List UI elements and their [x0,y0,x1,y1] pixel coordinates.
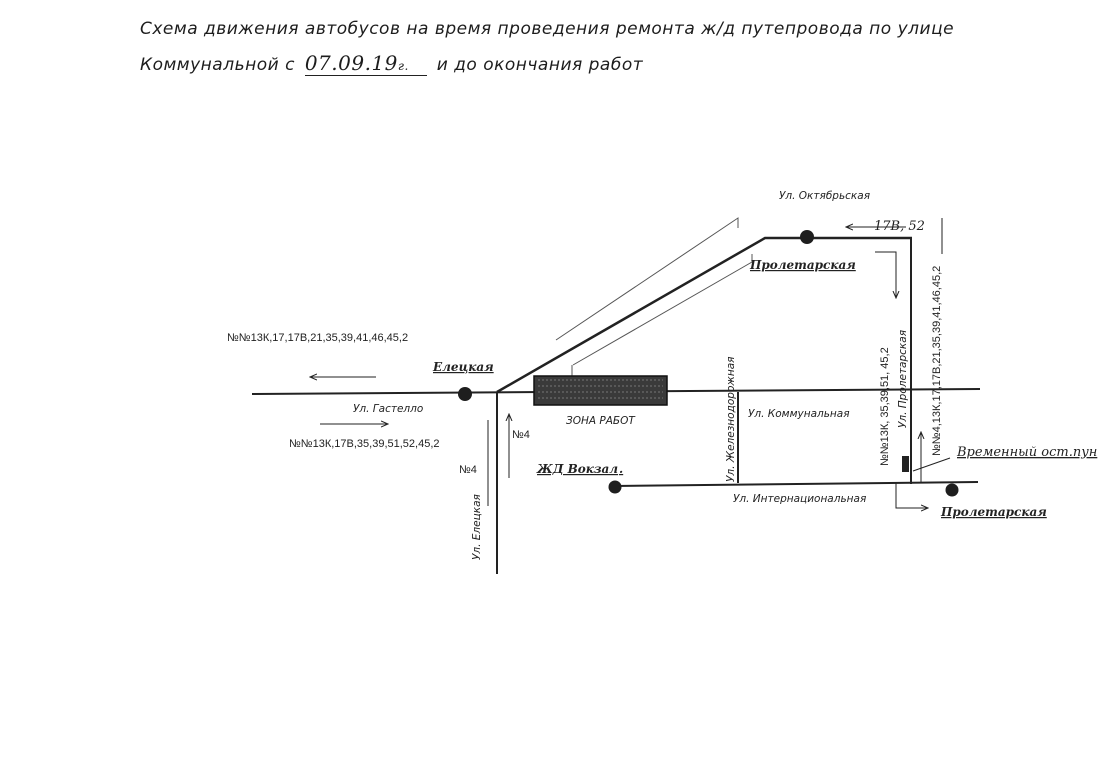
work-zone-block [533,375,668,406]
street-internatsionalnaya-line [613,481,979,487]
route-4-label-a: №4 [512,429,530,441]
bypass-route-line [496,236,912,394]
map-title-line-2: Коммунальной с 07.09.19г. и до окончания… [140,51,644,76]
map-title-line-1: Схема движения автобусов на время провед… [140,19,955,39]
stop-zhd-vokzal-label: ЖД Вокзал [536,462,618,476]
title-prefix: Коммунальной с [140,55,295,75]
street-eletskaya-label: Ул. Елецкая [471,494,483,560]
title-date-suffix: г. [397,59,409,73]
street-zheleznodorozhnaya-label: Ул. Железнодорожная [725,357,737,482]
temporary-stop-pointer [912,457,951,472]
route-list-west-inbound: №№13К,17В,35,39,51,52,45,2 [289,438,440,450]
street-kommunalnaya-label: Ул. Коммунальная [748,408,850,420]
temporary-stop-marker [902,456,909,472]
title-date: 07.09.19г. [304,51,427,76]
route-list-west-outbound: №№13К,17,17В,21,35,39,41,46,45,2 [227,332,408,344]
stop-proletarskaya-bottom-label: Пролетарская [940,505,1047,519]
street-gastello-label: Ул. Гастелло [353,403,423,415]
route-list-proletarskaya-down: №№13К, 35,39,51, 45,2 [879,347,891,466]
street-proletarskaya-label: Ул. Пролетарская [897,330,909,428]
work-zone-label: ЗОНА РАБОТ [566,415,636,427]
stop-zhd-vokzal-marker [608,480,622,494]
bypass-outline-lower [572,254,753,366]
stop-proletarskaya-bottom-marker [945,483,959,497]
arrow-proletarskaya-down [875,251,896,298]
stop-eletskaya-label: Елецкая [432,360,494,374]
route-4-label-b: №4 [459,464,477,476]
title-suffix: и до окончания работ [436,55,644,75]
street-oktyabrskaya-label: Ул. Октябрьская [779,190,870,202]
route-list-proletarskaya-up: №№4,13К,17,17В,21,35,39,41,46,45,2 [931,266,943,456]
street-internatsionalnaya-label: Ул. Интернациональная [733,493,866,505]
stop-proletarskaya-top-marker [800,230,814,244]
title-date-value: 07.09.19 [304,51,398,75]
arrow-proletarskaya-bottom [895,482,928,508]
stop-eletskaya-marker [458,387,472,401]
stop-zhd-vokzal-dot: . [619,462,623,476]
temporary-stop-label: Временный ост.пун [956,445,1097,460]
stop-proletarskaya-top-label: Пролетарская [749,258,856,272]
bypass-outline-upper [555,217,739,341]
